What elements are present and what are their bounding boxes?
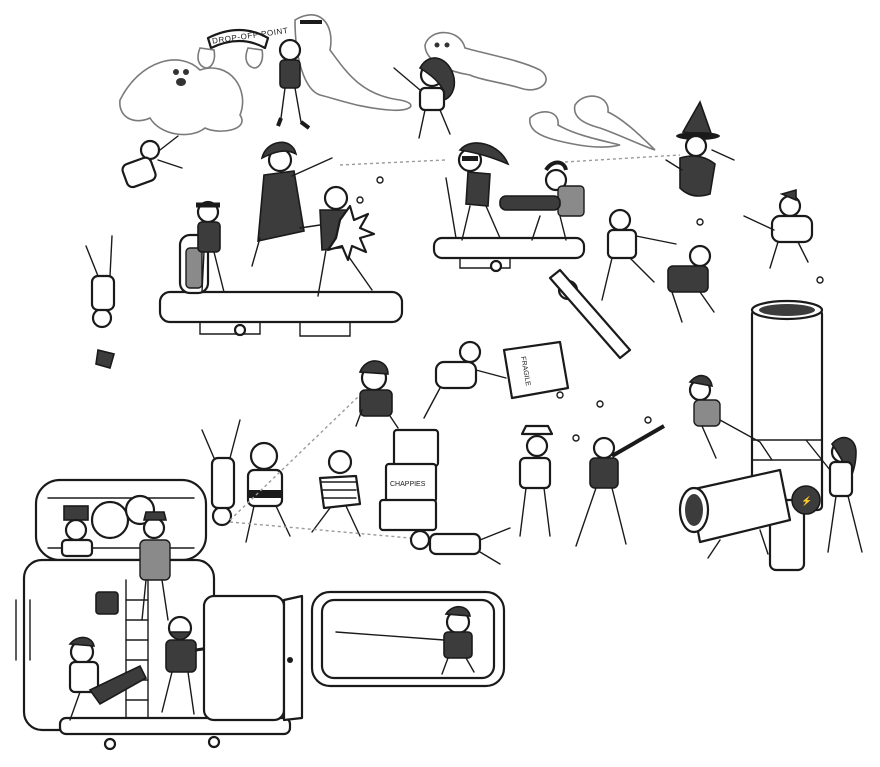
ghost-left xyxy=(119,59,244,136)
person-upside-down-center xyxy=(201,419,241,527)
tall-tank: ⚡ xyxy=(750,299,824,572)
woman-black-dress xyxy=(251,141,341,267)
beam-upper xyxy=(339,159,446,166)
window-panel xyxy=(310,590,506,688)
ghost-carrying-man xyxy=(294,14,412,112)
ghost-pair-right xyxy=(529,95,656,151)
man-with-cowboy-hat xyxy=(518,424,554,537)
beam-witch xyxy=(564,154,681,163)
woman-throwing-crate xyxy=(423,340,507,419)
crate-stack: CHAPPIES xyxy=(378,428,440,532)
bottom-platform xyxy=(58,716,292,751)
crate-side-label: CHAPPIES xyxy=(390,481,426,488)
man-laughing-glasses xyxy=(245,441,291,543)
debris xyxy=(356,176,824,442)
platform-center xyxy=(432,177,586,273)
man-in-window xyxy=(335,605,475,675)
drop-off-sign: DROP-OFF POINT xyxy=(197,26,289,69)
man-with-hat-in-capsule xyxy=(60,505,94,558)
man-being-hit xyxy=(317,185,376,297)
cannon-gunner xyxy=(499,160,585,241)
man-bearded-pushing xyxy=(161,615,301,715)
beam-center-2 xyxy=(229,521,411,539)
metal-door xyxy=(202,594,304,722)
person-tumbling-left xyxy=(121,135,183,189)
woman-floating-top xyxy=(393,57,456,139)
person-kneeling-right xyxy=(667,244,715,323)
man-sliding-diagonal xyxy=(548,268,632,360)
person-lying-center xyxy=(409,527,511,565)
ghost-top-center xyxy=(424,31,547,91)
woman-holding-tank xyxy=(805,436,863,553)
witch xyxy=(665,100,735,197)
man-running-center xyxy=(311,449,362,537)
person-falling-upside-down xyxy=(85,235,116,369)
man-on-ladder xyxy=(95,511,171,621)
man-jumping-right xyxy=(688,374,773,461)
man-with-headset xyxy=(355,360,399,429)
beam-center-1 xyxy=(229,394,361,521)
man-with-bat xyxy=(575,424,665,547)
man-flying-right xyxy=(743,188,814,269)
man-at-controls xyxy=(196,200,225,293)
tank-badge: ⚡ xyxy=(801,495,813,507)
ladder xyxy=(125,579,149,731)
man-running-right xyxy=(601,208,677,301)
cannon-barrel xyxy=(678,468,792,559)
woman-with-mop xyxy=(68,636,148,721)
fragile-crate: FRAGILE xyxy=(502,340,570,400)
man-floating-top xyxy=(276,38,311,130)
scooter-rider xyxy=(457,142,510,241)
